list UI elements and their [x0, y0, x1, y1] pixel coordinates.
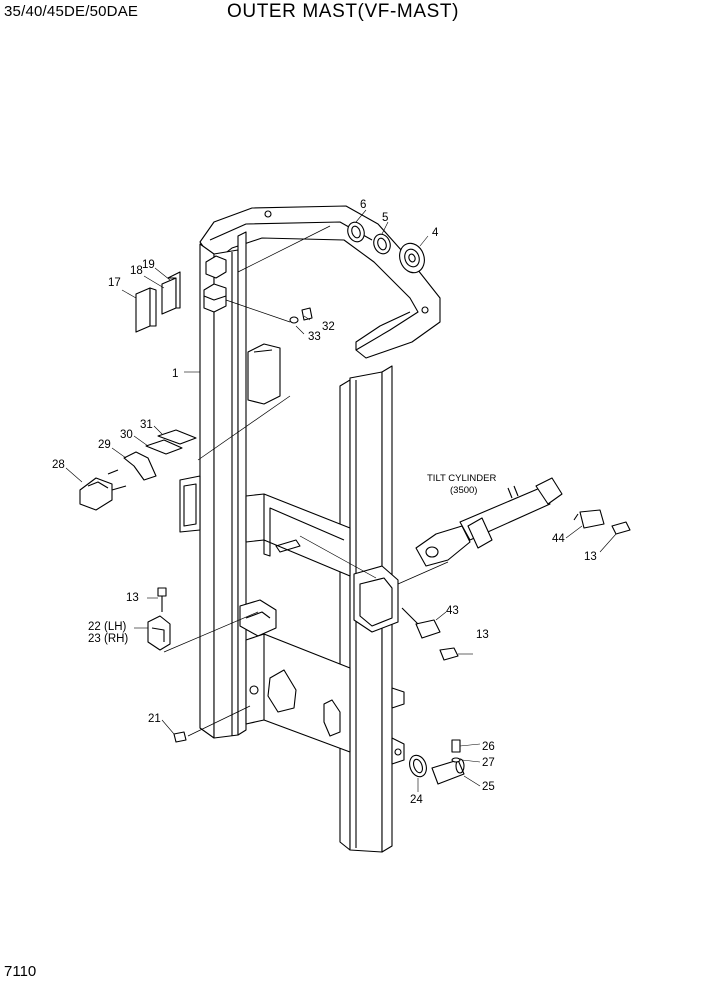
mast-roller-assembly: [347, 221, 425, 274]
leader-lines: [65, 209, 617, 792]
callout-6: 6: [360, 199, 366, 211]
callout-19: 19: [142, 259, 155, 271]
callout-18: 18: [130, 265, 143, 277]
tilt-cylinder: [415, 477, 563, 567]
callout-44: 44: [552, 533, 565, 545]
hose-clamp-assembly: [79, 429, 197, 511]
tilt-cylinder-label: TILT CYLINDER: [427, 473, 496, 484]
page-number: 7110: [4, 963, 37, 980]
callout-43: 43: [446, 605, 459, 617]
callout-28: 28: [52, 459, 65, 471]
callout-21: 21: [148, 713, 161, 725]
callout-labels: 1 6 5 4 17 18 19 32 33 28 29 30 31 13 22…: [52, 199, 597, 806]
callout-26: 26: [482, 741, 495, 753]
spacer-pair: [289, 307, 313, 324]
callout-23: 23 (RH): [88, 633, 128, 645]
callout-25: 25: [482, 781, 495, 793]
callout-22: 22 (LH): [88, 621, 127, 633]
tilt-cylinder-spec: (3500): [450, 485, 477, 496]
callout-4: 4: [432, 227, 439, 239]
callout-33: 33: [308, 331, 321, 343]
callout-17: 17: [108, 277, 121, 289]
callout-29: 29: [98, 439, 111, 451]
outer-mast-frame: [179, 205, 441, 853]
callout-27: 27: [482, 757, 495, 769]
callout-32: 32: [322, 321, 335, 333]
cylinder-pin-upper: [573, 509, 631, 535]
callout-1: 1: [172, 368, 178, 380]
callout-24: 24: [410, 794, 423, 806]
callout-13-left: 13: [126, 592, 139, 604]
callout-30: 30: [120, 429, 133, 441]
cylinder-pin-lower: [401, 607, 459, 661]
side-bracket-lh-rh: [147, 615, 171, 651]
callout-31: 31: [140, 419, 153, 431]
hinge-pin-assembly: [409, 739, 465, 785]
callout-13-right-upper: 13: [584, 551, 597, 563]
wear-pad-assembly: [135, 271, 181, 333]
rail-mount-block: [247, 343, 281, 405]
page-title: OUTER MAST(VF-MAST): [227, 1, 459, 22]
bolt-set: [157, 587, 187, 743]
callout-5: 5: [382, 212, 388, 224]
model-designation: 35/40/45DE/50DAE: [4, 3, 139, 20]
callout-13-right-lower: 13: [476, 629, 489, 641]
